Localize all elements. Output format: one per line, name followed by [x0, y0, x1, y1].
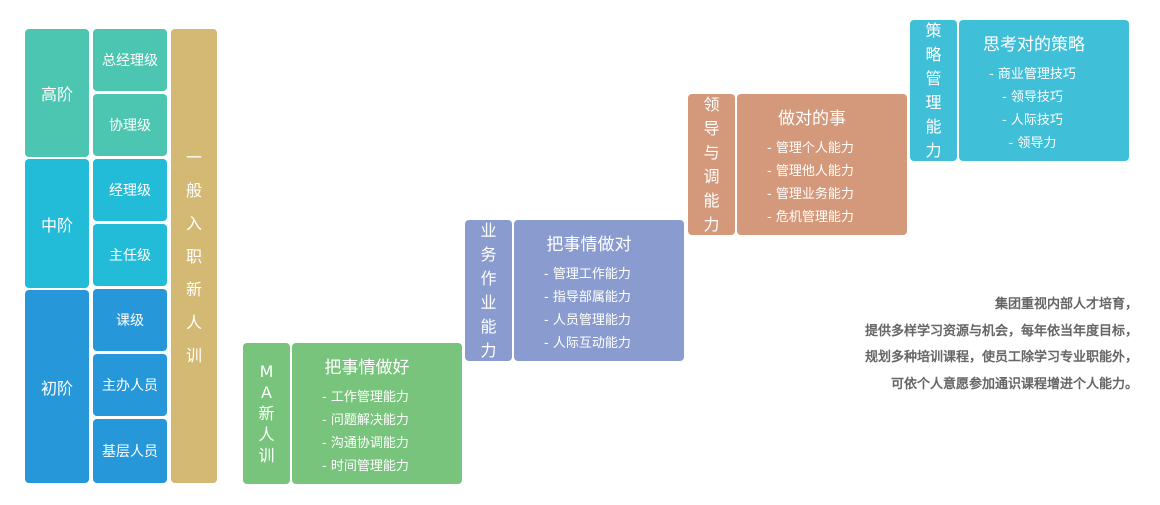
description: 集团重视内部人才培育， 提供多样学习资源与机会，每年依当年度目标， 规划多种培训… [865, 292, 1138, 398]
step-content: 做对的事管理个人能力管理他人能力管理业务能力危机管理能力 [737, 94, 907, 235]
ability-list: 管理个人能力管理他人能力管理业务能力危机管理能力 [737, 137, 854, 229]
ability-list: 管理工作能力指导部属能力人员管理能力人际互动能力 [514, 263, 631, 355]
general-training-label: 一般入职新人训 [186, 147, 203, 365]
step-label: 领导与调能力 [688, 94, 735, 235]
sub-level: 主办人员 [93, 354, 167, 416]
ability-item: 时间管理能力 [322, 455, 409, 478]
sub-level-label: 主任级 [109, 248, 151, 264]
description-line: 集团重视内部人才培育， [994, 297, 1138, 312]
sub-level: 协理级 [93, 94, 167, 156]
sub-level: 课级 [93, 289, 167, 351]
sub-level: 基层人员 [93, 419, 167, 483]
ability-item: 管理他人能力 [767, 160, 854, 183]
step-content: 把事情做对管理工作能力指导部属能力人员管理能力人际互动能力 [514, 220, 684, 361]
description-line: 可依个人意愿参加通识课程增进个人能力。 [890, 376, 1138, 392]
level-2: 初阶 [25, 290, 89, 483]
sub-level-label: 经理级 [109, 183, 151, 199]
description-line: 提供多样学习资源与机会，每年依当年度目标， [864, 323, 1138, 339]
step-title: 做对的事 [778, 109, 846, 129]
description-line: 规划多种培训课程，使员工除学习专业职能外， [864, 350, 1138, 365]
sub-level-label: 协理级 [109, 118, 151, 134]
ability-item: 工作管理能力 [322, 386, 409, 409]
ability-item: 商业管理技巧 [989, 63, 1076, 86]
level-1: 中阶 [25, 159, 89, 288]
sub-level-label: 基层人员 [102, 444, 158, 460]
step-content: 把事情做好工作管理能力问题解决能力沟通协调能力时间管理能力 [292, 343, 462, 484]
step-label: MA新人训 [243, 343, 290, 484]
step-label-text: MA新人训 [258, 362, 275, 465]
step-label: 策略管理能力 [910, 20, 957, 161]
sub-level: 总经理级 [93, 29, 167, 91]
ability-item: 人际技巧 [989, 109, 1076, 132]
step-title: 思考对的策略 [983, 35, 1085, 55]
ability-item: 危机管理能力 [767, 206, 854, 229]
step-title: 把事情做对 [546, 235, 632, 255]
level-label: 中阶 [40, 215, 73, 235]
step-title: 把事情做好 [324, 358, 410, 378]
step-label: 业务作业能力 [465, 220, 512, 361]
ability-item: 人员管理能力 [544, 309, 631, 332]
sub-level-label: 主办人员 [102, 378, 158, 394]
level-label: 初阶 [40, 378, 73, 398]
sub-level-label: 总经理级 [102, 53, 158, 69]
ability-item: 领导技巧 [989, 86, 1076, 109]
ability-item: 管理工作能力 [544, 263, 631, 286]
level-label: 高阶 [40, 85, 73, 104]
step-content: 思考对的策略商业管理技巧领导技巧人际技巧领导力 [959, 20, 1129, 161]
general-training: 一般入职新人训 [171, 29, 217, 483]
level-0: 高阶 [25, 29, 89, 157]
ability-item: 管理业务能力 [767, 183, 854, 206]
ability-item: 领导力 [989, 132, 1076, 155]
sub-level: 经理级 [93, 159, 167, 221]
ability-item: 指导部属能力 [544, 286, 631, 309]
ability-item: 管理个人能力 [767, 137, 854, 160]
ability-item: 沟通协调能力 [322, 432, 409, 455]
step-label-text: 业务作业能力 [480, 220, 497, 360]
sub-level: 主任级 [93, 224, 167, 286]
step-label-text: 领导与调能力 [703, 94, 720, 234]
ability-item: 人际互动能力 [544, 332, 631, 355]
ability-item: 问题解决能力 [322, 409, 409, 432]
ability-list: 商业管理技巧领导技巧人际技巧领导力 [959, 63, 1076, 155]
ability-list: 工作管理能力问题解决能力沟通协调能力时间管理能力 [292, 386, 409, 478]
sub-level-label: 课级 [116, 313, 144, 329]
step-label-text: 策略管理能力 [925, 20, 942, 160]
